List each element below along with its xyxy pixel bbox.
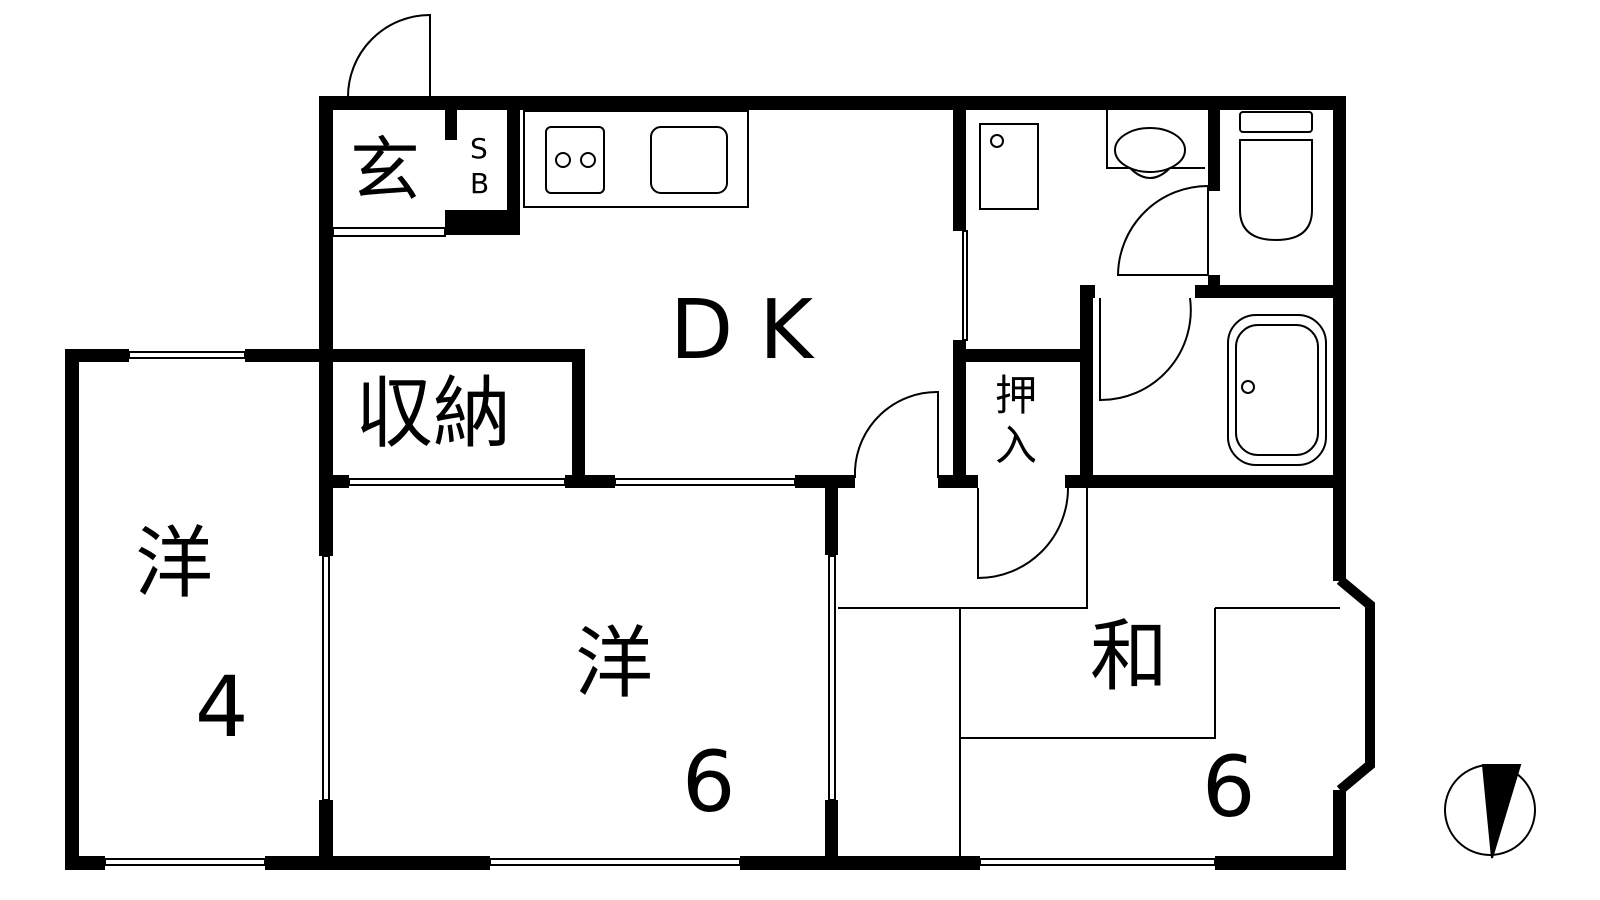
walls bbox=[65, 96, 1346, 870]
storage-label: 収納 bbox=[355, 369, 512, 459]
japanese-room-size: 6 bbox=[1202, 738, 1256, 836]
shoe-box-label-b: B bbox=[470, 167, 490, 200]
western-room-small-label: 洋 bbox=[135, 519, 214, 609]
western-room-large-size: 6 bbox=[682, 733, 736, 831]
bay-window bbox=[1336, 576, 1375, 794]
closet-label-1: 押 bbox=[995, 371, 1038, 420]
dining-kitchen-label: D K bbox=[670, 283, 813, 378]
entrance-label: 玄 bbox=[350, 129, 420, 211]
fixtures bbox=[104, 13, 1340, 866]
closet-label-2: 入 bbox=[995, 421, 1038, 470]
western-room-small-size: 4 bbox=[195, 658, 249, 756]
shoe-box-label-s: S bbox=[470, 132, 488, 165]
western-room-large-label: 洋 bbox=[575, 619, 654, 709]
compass-icon bbox=[1444, 764, 1536, 859]
japanese-room-label: 和 bbox=[1090, 612, 1169, 702]
